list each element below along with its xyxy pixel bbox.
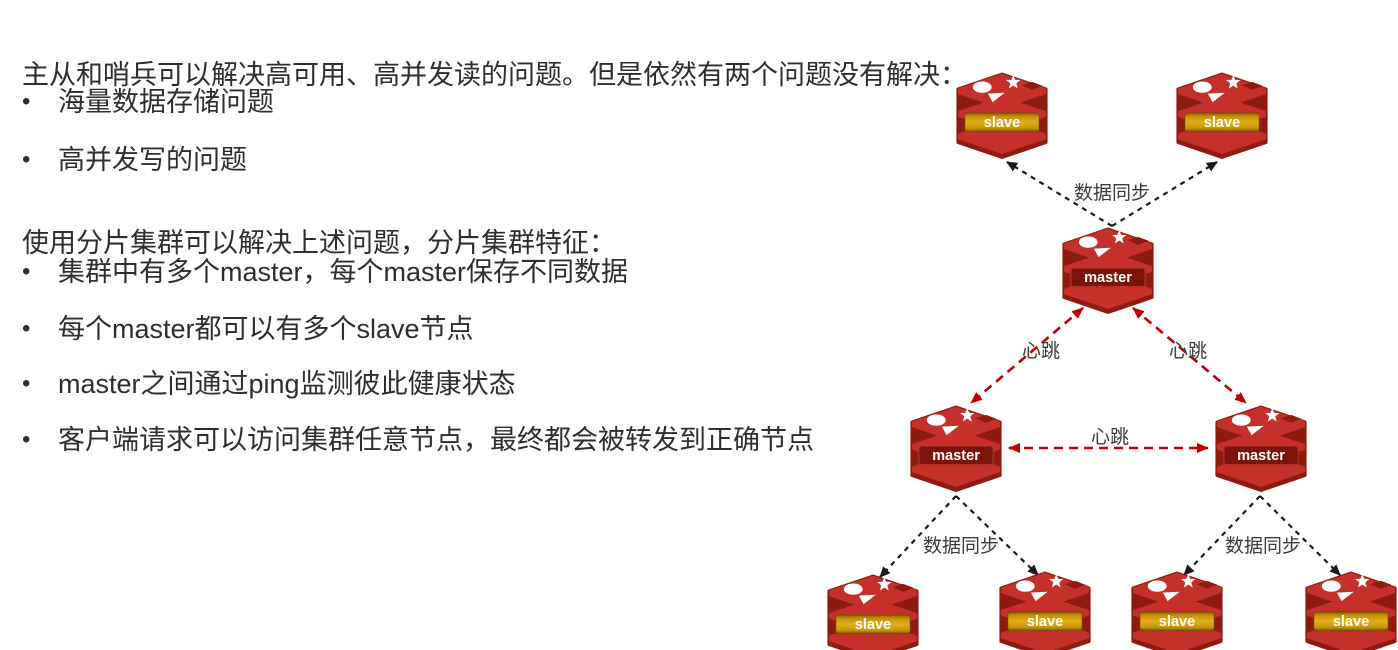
bullet-master-has-slaves: • 每个master都可以有多个slave节点 [22, 312, 474, 346]
sync-arrow-bottom-right-1 [1183, 495, 1261, 576]
node-label: master [932, 448, 980, 464]
label-data-sync-bottom-left: 数据同步 [923, 535, 999, 557]
bullet-dot: • [22, 88, 31, 115]
label-data-sync-bottom-right: 数据同步 [1225, 535, 1301, 557]
node-label-band [1313, 611, 1389, 632]
bullet-text: 海量数据存储问题 [58, 87, 274, 117]
sync-arrow-bottom-right-2 [1259, 495, 1341, 576]
node-master-left: master [909, 405, 1003, 493]
node-label-band [1070, 267, 1146, 288]
edges [879, 161, 1341, 578]
node-label-band [1184, 112, 1260, 133]
node-label-band [1007, 611, 1083, 632]
intro-problems-line: 主从和哨兵可以解决高可用、高并发读的问题。但是依然有两个问题没有解决： [22, 60, 967, 90]
node-label: slave [1204, 115, 1240, 131]
label-heartbeat-left: 心跳 [1022, 340, 1060, 362]
bullet-text: master之间通过ping监测彼此健康状态 [58, 369, 516, 399]
bullet-dot: • [22, 315, 31, 342]
bullet-mass-data-storage: • 海量数据存储问题 [22, 85, 274, 119]
node-label-band [835, 614, 911, 635]
node-slave-bottom-2: slave [998, 571, 1092, 650]
sync-arrow-top-left [1006, 161, 1113, 227]
sync-arrow-bottom-left-1 [879, 495, 957, 578]
redis-icon [1130, 571, 1224, 650]
bullet-multiple-masters: • 集群中有多个master，每个master保存不同数据 [22, 255, 628, 289]
label-heartbeat-right: 心跳 [1169, 340, 1207, 362]
node-slave-bottom-3: slave [1130, 571, 1224, 650]
bullet-dot: • [22, 370, 31, 397]
redis-icon [998, 571, 1092, 650]
bullet-dot: • [22, 258, 31, 285]
redis-sharded-cluster-diagram: 数据同步 心跳 心跳 心跳 数据同步 数据同步 slave slave mast… [826, 72, 1398, 650]
bullet-client-request-routing: • 客户端请求可以访问集群任意节点，最终都会被转发到正确节点 [22, 423, 814, 457]
node-label-band [918, 445, 994, 466]
node-label: slave [1333, 614, 1369, 630]
node-label: slave [1027, 614, 1063, 630]
bullet-high-concurrency-write: • 高并发写的问题 [22, 143, 247, 177]
node-master-right: master [1214, 405, 1308, 493]
label-heartbeat-horizontal: 心跳 [1091, 426, 1129, 448]
node-slave-top-left: slave [955, 72, 1049, 160]
node-label: master [1237, 448, 1285, 464]
node-label: slave [1159, 614, 1195, 630]
edge-labels: 数据同步 心跳 心跳 心跳 数据同步 数据同步 [923, 182, 1301, 557]
redis-icon [1304, 571, 1398, 650]
bullet-ping-health-check: • master之间通过ping监测彼此健康状态 [22, 367, 516, 401]
node-label-band [1223, 445, 1299, 466]
node-slave-top-right: slave [1175, 72, 1269, 160]
node-master-top: master [1061, 227, 1155, 315]
bullet-text: 高并发写的问题 [58, 145, 247, 175]
node-label-band [1139, 611, 1215, 632]
heartbeat-arrow-right [1132, 307, 1247, 404]
bullet-dot: • [22, 426, 31, 453]
node-slave-bottom-1: slave [826, 574, 920, 650]
redis-icon [826, 574, 920, 650]
bullet-text: 客户端请求可以访问集群任意节点，最终都会被转发到正确节点 [58, 425, 814, 455]
node-slave-bottom-4: slave [1304, 571, 1398, 650]
node-label-band [964, 112, 1040, 133]
bullet-text: 每个master都可以有多个slave节点 [58, 314, 474, 344]
intro-sharding-line: 使用分片集群可以解决上述问题，分片集群特征： [22, 228, 616, 258]
label-data-sync-top: 数据同步 [1074, 182, 1150, 204]
heartbeat-arrow-left [970, 307, 1084, 404]
bullet-text: 集群中有多个master，每个master保存不同数据 [58, 257, 629, 287]
node-label: master [1084, 270, 1132, 286]
bullet-dot: • [22, 146, 31, 173]
node-label: slave [855, 617, 891, 633]
node-label: slave [984, 115, 1020, 131]
sync-arrow-top-right [1111, 161, 1218, 227]
sync-arrow-bottom-left-2 [955, 495, 1039, 576]
